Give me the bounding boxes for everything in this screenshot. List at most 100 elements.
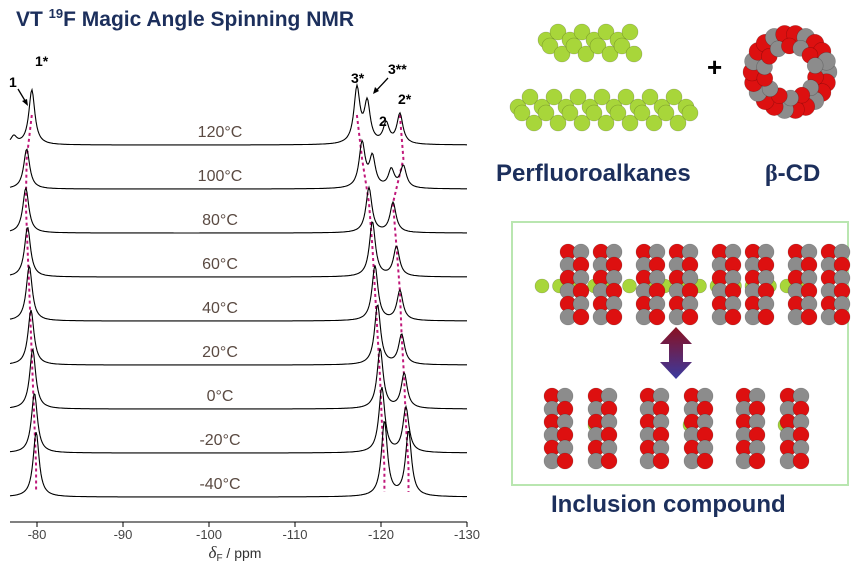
x-axis: -80 -90 -100 -110 -120 -130 [10, 521, 480, 542]
atom [806, 57, 824, 74]
annotation-1-arrowhead [22, 99, 28, 106]
inclusion-stack-top [534, 243, 851, 326]
annotation-3-double-star: 3** [388, 61, 407, 77]
atom [748, 452, 766, 470]
x-axis-label: δF / ppm [209, 543, 262, 564]
atom [589, 37, 607, 55]
inclusion-compound-label: Inclusion compound [551, 491, 786, 518]
spectrum-trace [9, 185, 467, 234]
perfluoroalkane-long-model [509, 88, 699, 132]
x-tick-label: -90 [114, 527, 133, 542]
atom [665, 88, 683, 106]
spectrum-trace [9, 304, 467, 366]
double-arrow-icon [660, 327, 692, 379]
atom [669, 114, 687, 132]
annotation-3-double-star-arrowhead [373, 87, 379, 94]
atom [617, 88, 635, 106]
atom [641, 88, 659, 106]
atom [681, 104, 699, 122]
atom [549, 114, 567, 132]
atom [696, 452, 714, 470]
atom [569, 88, 587, 106]
x-tick-label: -80 [28, 527, 47, 542]
temperature-label: 60°C [202, 256, 238, 273]
atom [585, 104, 603, 122]
temperature-label: 40°C [202, 300, 238, 317]
atom [553, 45, 571, 63]
peak-guide-line [391, 114, 410, 492]
beta-cd-label: β-CD [765, 160, 821, 187]
atom [622, 278, 637, 294]
atom [561, 104, 579, 122]
plus-sign: + [707, 52, 723, 82]
temperature-label: 100°C [198, 168, 243, 185]
atom [545, 88, 563, 106]
atom [652, 452, 670, 470]
atom [645, 114, 663, 132]
temperature-label: 20°C [202, 344, 238, 361]
spectrum-trace [9, 82, 467, 146]
peak-annotations: 1 1* 3* 3** 2 2* [9, 53, 412, 129]
nmr-spectra-chart: 120°C100°C80°C60°C40°C20°C0°C-20°C-40°C … [9, 53, 480, 564]
atom [609, 104, 627, 122]
spectrum-trace [9, 138, 467, 190]
atom [573, 23, 591, 41]
annotation-1-star: 1* [35, 53, 49, 69]
atom [600, 452, 618, 470]
atom [613, 37, 631, 55]
spectrum-trace [9, 420, 467, 498]
inclusion-compound-box [511, 221, 849, 486]
atom [565, 37, 583, 55]
atom [800, 308, 818, 326]
atom [521, 88, 539, 106]
atom [541, 37, 559, 55]
temperature-label: 0°C [207, 388, 234, 405]
spectrum-trace [9, 347, 467, 410]
atom [681, 308, 699, 326]
temperature-label: 80°C [202, 212, 238, 229]
atom [757, 308, 775, 326]
atom [597, 23, 615, 41]
figure-title: VT 19F Magic Angle Spinning NMR [16, 6, 355, 31]
atom [513, 104, 531, 122]
atom [648, 308, 666, 326]
atom [657, 104, 675, 122]
atom [525, 114, 543, 132]
atom [724, 308, 742, 326]
atom [573, 114, 591, 132]
annotation-1: 1 [9, 74, 17, 90]
atom [792, 452, 810, 470]
atom [601, 45, 619, 63]
atom [549, 23, 567, 41]
annotation-2-star: 2* [398, 91, 412, 107]
annotation-3-star: 3* [351, 70, 365, 86]
annotation-2: 2 [379, 113, 387, 129]
atom [556, 452, 574, 470]
beta-cd-ring-model [742, 25, 838, 119]
spectrum-trace [9, 220, 467, 278]
spectrum-trace [9, 386, 467, 454]
atom [833, 308, 851, 326]
atom [621, 23, 639, 41]
atom [534, 278, 550, 294]
x-tick-label: -110 [282, 527, 307, 542]
temperature-label: -40°C [199, 476, 240, 493]
x-tick-label: -120 [368, 527, 394, 542]
x-tick-label: -100 [196, 527, 222, 542]
atom [605, 308, 623, 326]
atom [597, 114, 615, 132]
atom [572, 308, 590, 326]
atom [537, 104, 555, 122]
temperature-label: -20°C [199, 432, 240, 449]
atom [633, 104, 651, 122]
atom [577, 45, 595, 63]
perfluoroalkane-short-model [537, 23, 643, 63]
temperature-labels: 120°C 100°C 80°C 60°C 40°C 20°C 0°C -20°C -40°C [198, 124, 243, 493]
perfluoroalkanes-label: Perfluoroalkanes [496, 160, 691, 187]
temperature-label: 120°C [198, 124, 243, 141]
atom [625, 45, 643, 63]
spectra-traces [9, 82, 467, 498]
spectrum-trace [9, 264, 467, 322]
molecular-models-illustration [509, 23, 851, 470]
x-tick-label: -130 [454, 527, 480, 542]
